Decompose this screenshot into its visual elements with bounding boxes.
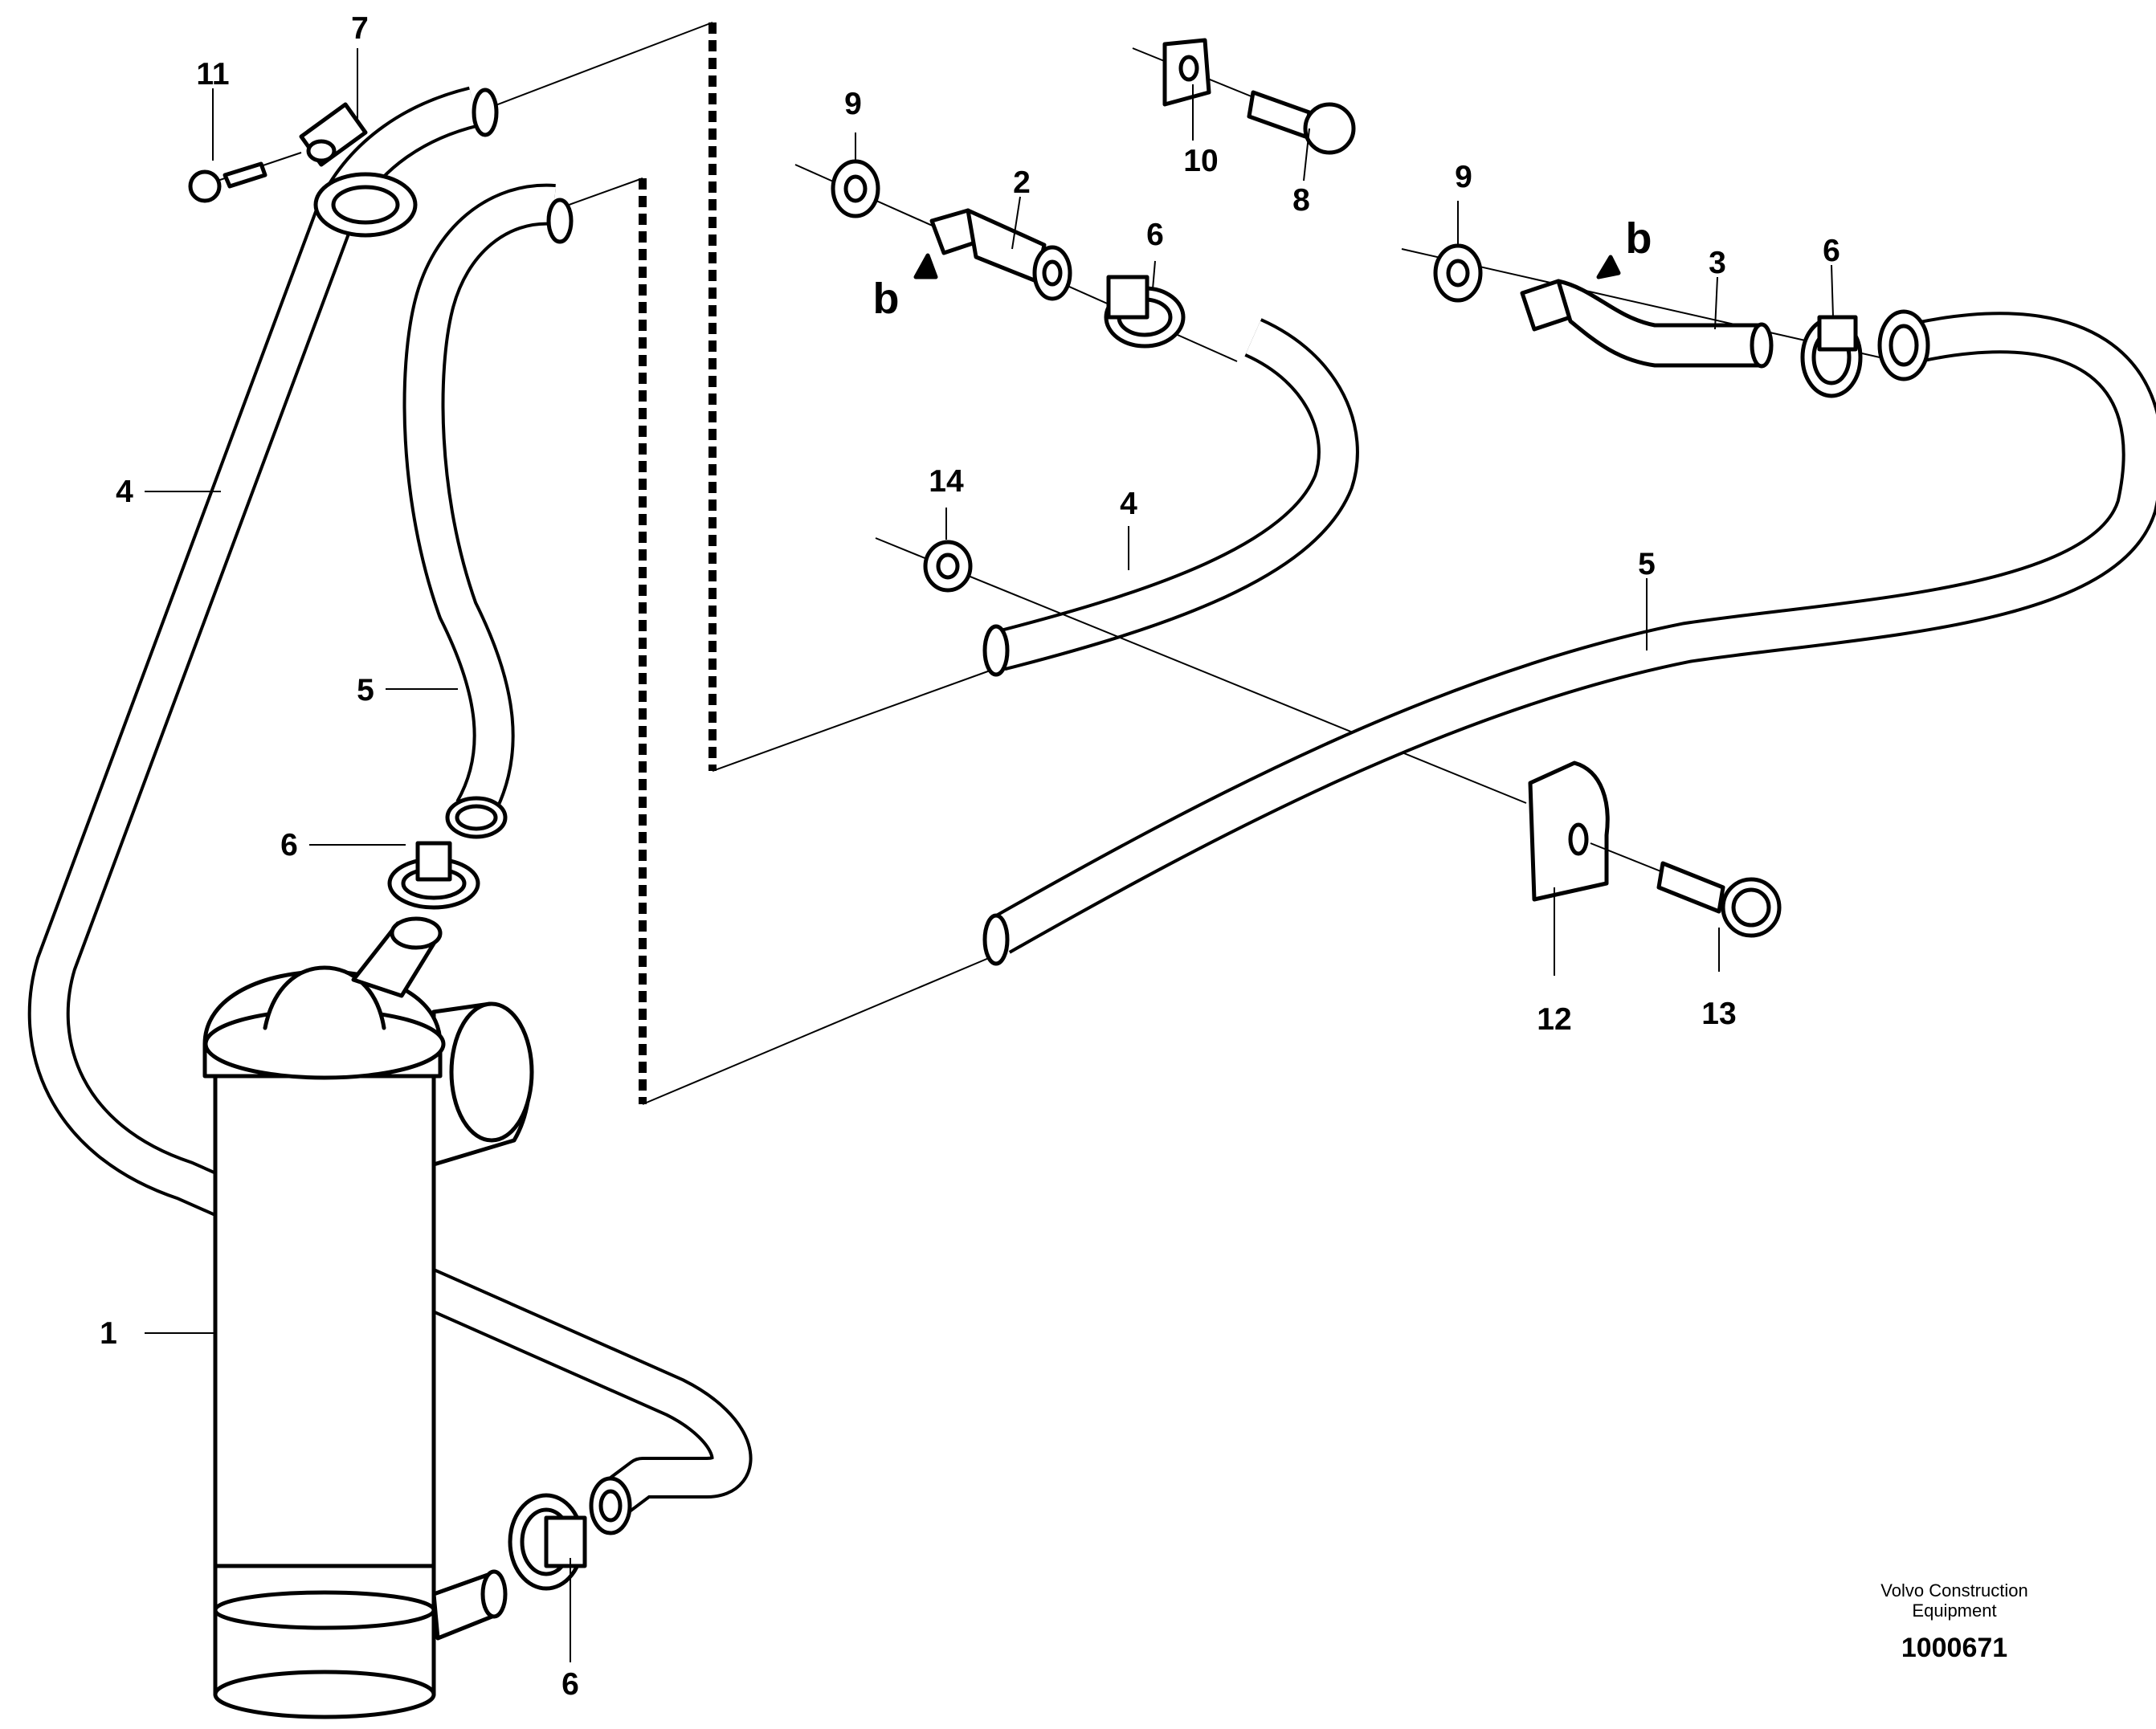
leader-lines — [145, 48, 1834, 1662]
callout-10: 10 — [1183, 144, 1218, 178]
hose-5-left — [402, 183, 574, 839]
part-2-tube-fitting — [929, 208, 1072, 301]
dashed-reference-bracket-lower — [561, 177, 995, 1105]
part-14-washer — [875, 537, 1527, 804]
brand-line-1: Volvo Construction — [1880, 1580, 2027, 1601]
callout-4-middle: 4 — [1120, 487, 1137, 521]
part-8-screw — [1247, 90, 1356, 155]
part-6-hose-clamp-bottom — [508, 1493, 587, 1591]
dashed-reference-bracket-upper — [491, 22, 995, 772]
part-6-hose-clamp-upper-left — [387, 841, 480, 910]
document-number: 1000671 — [1901, 1633, 2007, 1663]
callout-11: 11 — [196, 57, 229, 92]
hose-4-middle — [982, 318, 1359, 677]
callout-9-left: 9 — [844, 87, 862, 121]
part-3-bent-tube — [1520, 279, 1774, 369]
callout-b-left: b — [873, 275, 900, 323]
callout-9-right: 9 — [1455, 160, 1472, 194]
callout-4-left: 4 — [116, 475, 133, 509]
callout-1: 1 — [100, 1316, 117, 1351]
part-6-hose-clamp-right — [1800, 315, 1863, 398]
callout-5-right: 5 — [1638, 547, 1656, 581]
brand-line-2: Equipment — [1912, 1601, 1996, 1621]
callout-b-right: b — [1626, 214, 1652, 263]
part-6-hose-clamp-middle — [1104, 275, 1186, 349]
callout-labels: 1 2 3 4 4 5 5 6 6 6 6 7 8 9 9 10 11 12 1… — [100, 11, 1840, 1702]
callout-5-left: 5 — [357, 673, 374, 708]
callout-6-right: 6 — [1823, 234, 1840, 268]
callout-6-middle: 6 — [1146, 218, 1164, 252]
part-11-screw — [188, 152, 302, 203]
callout-6-upper-left: 6 — [280, 828, 298, 862]
part-9-washer-right — [1401, 243, 1880, 358]
part-13-screw — [1656, 861, 1782, 938]
hose-5-right — [982, 309, 2156, 966]
callout-6-bottom: 6 — [561, 1667, 579, 1702]
callout-3: 3 — [1709, 246, 1726, 280]
part-7-clip-ring — [299, 102, 418, 238]
part-1-heater-cylinder — [202, 916, 534, 1719]
footer-block: Volvo Construction Equipment 1000671 — [1880, 1580, 2027, 1663]
callout-2: 2 — [1013, 165, 1031, 200]
callout-8: 8 — [1292, 183, 1310, 218]
callout-12: 12 — [1537, 1002, 1571, 1037]
callout-7: 7 — [351, 11, 369, 46]
callout-14: 14 — [929, 464, 964, 499]
callout-13: 13 — [1701, 997, 1736, 1031]
part-10-clip — [1132, 38, 1262, 107]
hose-4-left — [27, 86, 753, 1535]
part-12-clip — [1528, 761, 1672, 902]
